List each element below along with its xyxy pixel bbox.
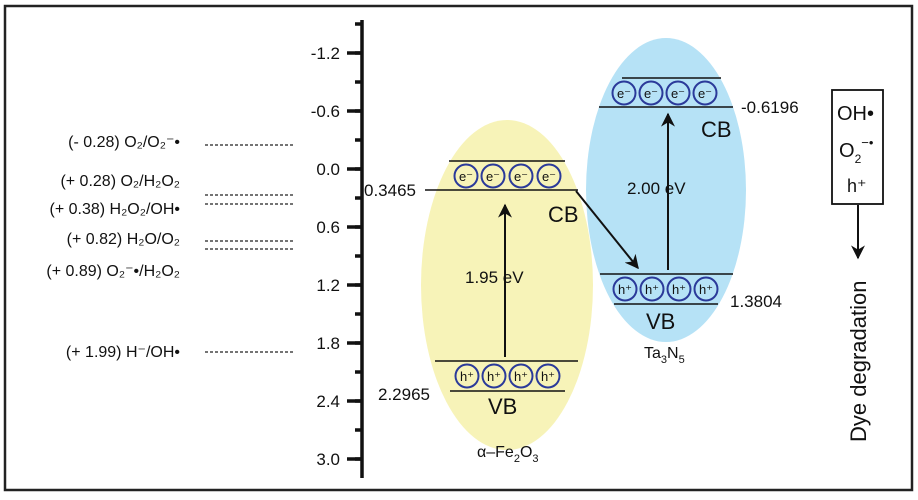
electron-circle [480,163,506,189]
axis-tick-label: 1.8 [316,334,340,353]
hole-label: h⁺ [699,282,713,297]
ta3n5-bands: e⁻ e⁻ e⁻ e⁻ -0.6196 CB h⁺ h⁺ h⁺ h⁺ 1.3804 VB 2… [599,77,799,366]
redox-potentials: (- 0.28) O₂/O₂⁻• (+ 0.28) O₂/H₂O₂ (+ 0.38)… [46,134,293,361]
potential-axis: -1.2 -0.6 0.0 0.6 1.2 1.8 2.4 3.0 [311,20,364,478]
hole-label: h⁺ [672,282,686,297]
fe2o3-vb-label: VB [488,394,517,419]
hole-label: h⁺ [618,282,632,297]
hole-circle [508,363,534,389]
fe2o3-cb-label: CB [548,202,579,227]
hole-circle [481,363,507,389]
electron-circle [508,163,534,189]
fe2o3-cb-value: 0.3465 [364,181,416,200]
electron-label: e⁻ [644,86,658,101]
electron-label: e⁻ [617,86,631,101]
electron-transfer-arrow [575,190,639,270]
hole-circle [454,363,480,389]
ta3n5-cb-label: CB [701,117,732,142]
redox-label: (- 0.28) O₂/O₂⁻• [68,134,180,151]
hole-label: h⁺ [645,282,659,297]
fe2o3-region [421,120,593,450]
redox-label: (+ 0.82) H₂O/O₂ [67,231,180,248]
electron-circle [611,80,637,106]
axis-tick-label: 1.2 [316,276,340,295]
electron-label: e⁻ [459,169,473,184]
hole-label: h⁺ [487,369,501,384]
hole-circle [612,276,638,302]
species-hydroxyl: OH• [837,103,874,125]
electron-label: e⁻ [514,169,528,184]
reactive-species-box: OH• O2−• h⁺ Dye degradation [831,89,884,442]
redox-label: (+ 1.99) H⁻/OH• [66,344,180,361]
axis-tick-label: 0.6 [316,218,340,237]
hole-label: h⁺ [514,369,528,384]
axis-tick-label: 3.0 [316,450,340,469]
ta3n5-band-gap: 2.00 eV [627,179,686,198]
fe2o3-bands: e⁻ e⁻ e⁻ e⁻ 0.3465 CB h⁺ h⁺ h⁺ h⁺ 2.2965 VB 1.… [364,160,579,465]
electron-circle [665,80,691,106]
species-hole: h⁺ [847,176,867,196]
electron-circle [536,163,562,189]
ta3n5-cb-value: -0.6196 [741,98,799,117]
electron-label: e⁻ [542,169,556,184]
hole-label: h⁺ [541,369,555,384]
ta3n5-name-label: Ta3N5 [644,345,685,366]
electron-circle [453,163,479,189]
electron-circle [692,80,718,106]
redox-label: (+ 0.89) O₂⁻•/H₂O₂ [46,263,180,280]
hole-circle [639,276,665,302]
fe2o3-name-label: α–Fe2O3 [477,444,539,465]
axis-tick-label: -0.6 [311,102,340,121]
hole-circle [693,276,719,302]
redox-label: (+ 0.28) O₂/H₂O₂ [60,173,180,190]
species-box-frame [831,89,884,205]
ta3n5-vb-label: VB [646,309,675,334]
electron-label: e⁻ [486,169,500,184]
fe2o3-vb-value: 2.2965 [378,385,430,404]
ta3n5-vb-value: 1.3804 [730,292,782,311]
redox-label: (+ 0.38) H₂O₂/OH• [50,201,181,218]
axis-tick-label: 2.4 [316,392,340,411]
hole-circle [666,276,692,302]
fe2o3-band-gap: 1.95 eV [465,268,524,287]
electron-label: e⁻ [698,86,712,101]
hole-label: h⁺ [460,369,474,384]
hole-circle [535,363,561,389]
axis-tick-label: -1.2 [311,44,340,63]
axis-tick-label: 0.0 [316,160,340,179]
dye-degradation-label: Dye degradation [846,281,871,442]
electron-label: e⁻ [671,86,685,101]
electron-circle [638,80,664,106]
